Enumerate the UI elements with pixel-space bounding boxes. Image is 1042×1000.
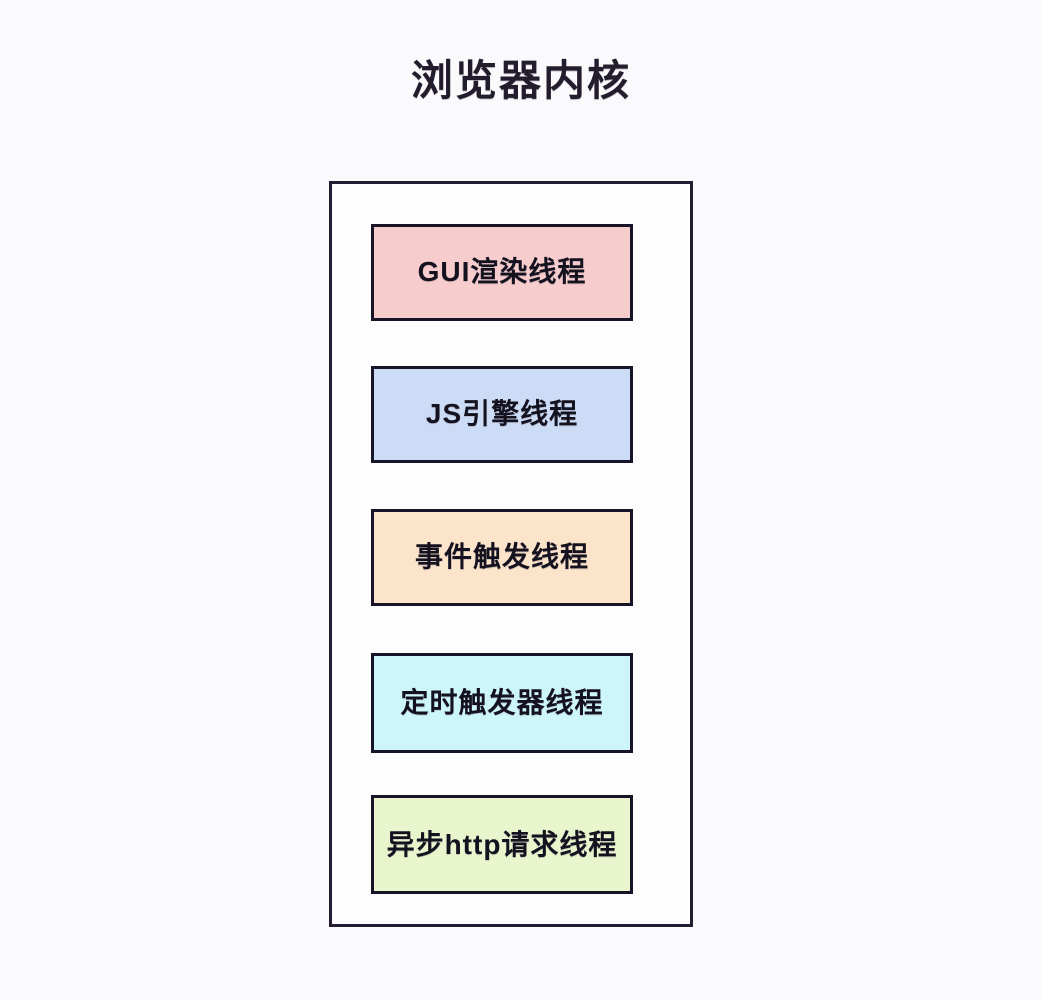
thread-box-timer-trigger[interactable]: 定时触发器线程 xyxy=(371,653,633,753)
thread-box-async-http[interactable]: 异步http请求线程 xyxy=(371,795,633,894)
thread-box-js-engine[interactable]: JS引擎线程 xyxy=(371,366,633,463)
thread-label-gui-render: GUI渲染线程 xyxy=(417,256,587,288)
thread-box-gui-render[interactable]: GUI渲染线程 xyxy=(371,224,633,321)
thread-label-async-http: 异步http请求线程 xyxy=(386,828,618,860)
thread-box-event-trigger[interactable]: 事件触发线程 xyxy=(371,509,633,606)
thread-label-timer-trigger: 定时触发器线程 xyxy=(400,686,604,718)
thread-label-event-trigger: 事件触发线程 xyxy=(414,541,589,573)
browser-kernel-container: GUI渲染线程 JS引擎线程 事件触发线程 定时触发器线程 异步http请求线程 xyxy=(329,181,693,927)
page-title: 浏览器内核 xyxy=(410,57,631,104)
thread-label-js-engine: JS引擎线程 xyxy=(425,398,579,430)
